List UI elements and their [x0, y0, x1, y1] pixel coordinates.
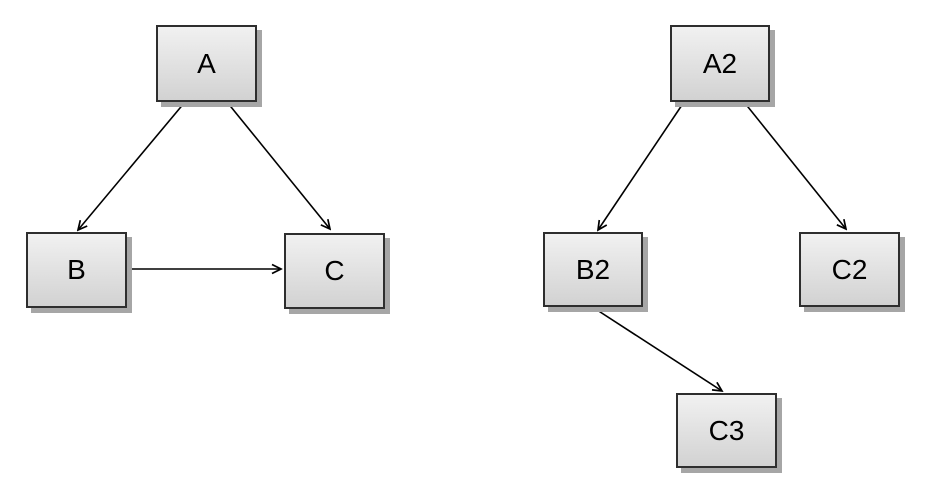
node-label-A: A	[197, 47, 216, 79]
node-A2[interactable]: A2	[670, 25, 770, 102]
node-C2[interactable]: C2	[799, 232, 900, 307]
node-B[interactable]: B	[26, 232, 127, 308]
node-label-B2: B2	[575, 253, 611, 285]
node-label-C2: C2	[831, 253, 868, 285]
node-label-C3: C3	[708, 414, 745, 446]
node-label-B: B	[67, 254, 86, 285]
edge-A2-C2	[743, 101, 846, 229]
node-label-C: C	[324, 255, 345, 286]
edge-A-B	[78, 101, 186, 230]
edge-B2-C3	[593, 307, 722, 391]
node-label-A2: A2	[702, 47, 738, 79]
edge-A2-B2	[598, 101, 685, 230]
node-B2[interactable]: B2	[543, 232, 643, 307]
node-C[interactable]: C	[284, 233, 385, 309]
node-C3[interactable]: C3	[676, 393, 777, 468]
edge-A-C	[226, 101, 330, 229]
node-A[interactable]: A	[156, 25, 257, 102]
